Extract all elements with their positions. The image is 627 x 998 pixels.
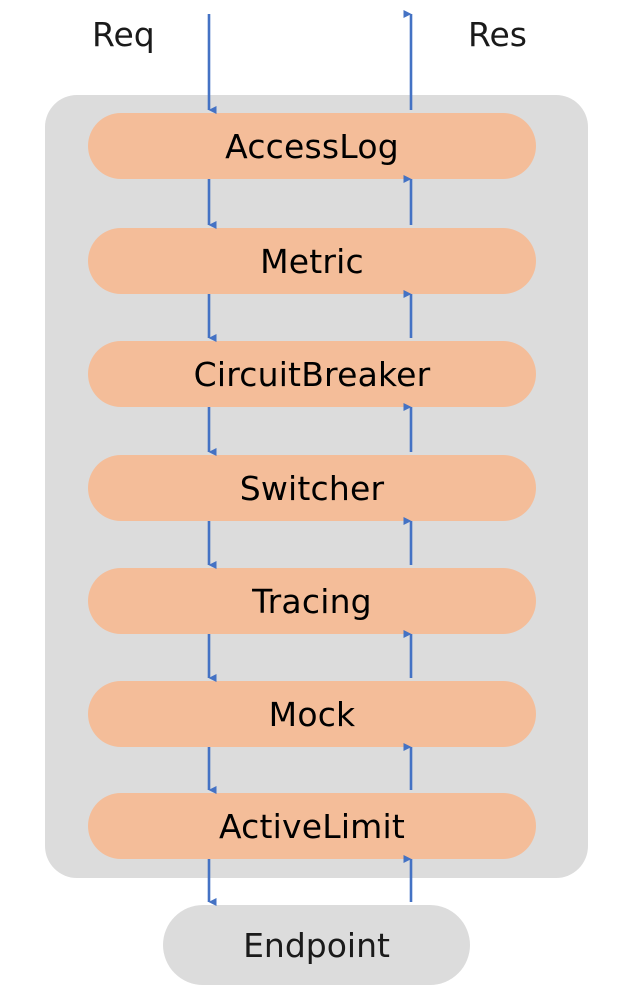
middleware-mock[interactable]: Mock <box>88 681 536 747</box>
middleware-label: AccessLog <box>225 126 399 166</box>
middleware-label: Switcher <box>239 468 385 508</box>
middleware-label: ActiveLimit <box>218 806 406 846</box>
middleware-metric[interactable]: Metric <box>88 228 536 294</box>
endpoint-node[interactable]: Endpoint <box>163 905 470 985</box>
middleware-circuitbreaker[interactable]: CircuitBreaker <box>88 341 536 407</box>
middleware-label: Tracing <box>252 581 372 621</box>
middleware-accesslog[interactable]: AccessLog <box>88 113 536 179</box>
middleware-switcher[interactable]: Switcher <box>88 455 536 521</box>
middleware-label: Mock <box>268 694 356 734</box>
middleware-tracing[interactable]: Tracing <box>88 568 536 634</box>
endpoint-label: Endpoint <box>243 925 390 965</box>
middleware-label: CircuitBreaker <box>193 354 431 394</box>
response-label: Res <box>468 15 527 54</box>
middleware-label: Metric <box>260 241 364 281</box>
request-label: Req <box>92 15 155 54</box>
middleware-activelimit[interactable]: ActiveLimit <box>88 793 536 859</box>
